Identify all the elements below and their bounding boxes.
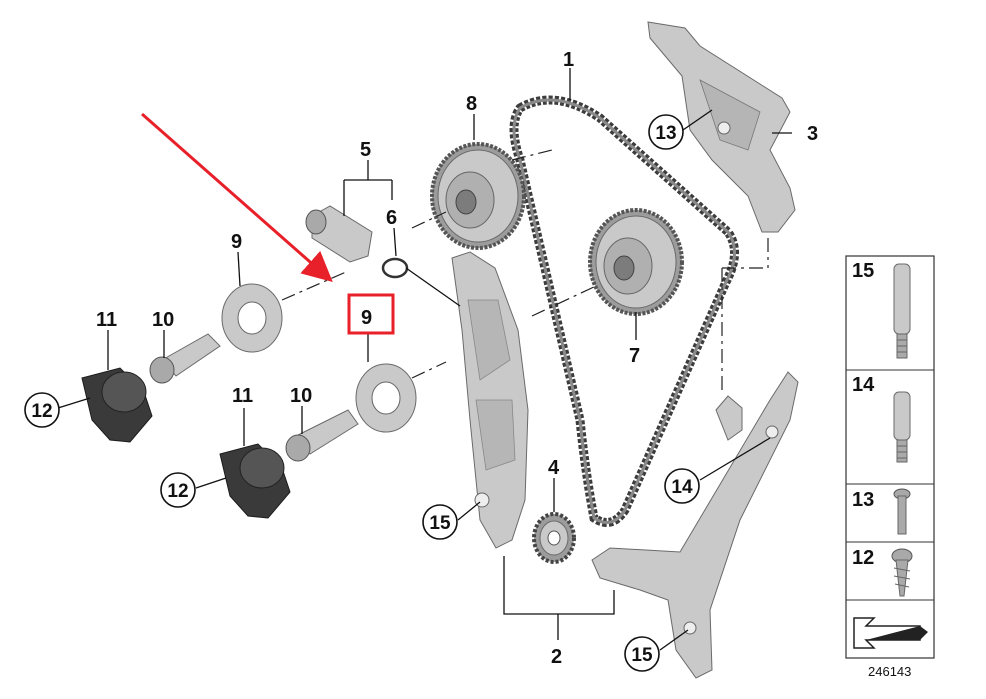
svg-text:14: 14 xyxy=(671,477,693,498)
label-2: 2 xyxy=(551,646,562,668)
svg-text:14: 14 xyxy=(852,374,875,396)
svg-text:15: 15 xyxy=(631,645,653,666)
legend-item-12: 12 xyxy=(852,547,913,597)
o-ring xyxy=(381,257,409,279)
label-11-upper: 11 xyxy=(96,309,117,331)
indicator-arrow xyxy=(141,112,333,282)
svg-text:13: 13 xyxy=(655,123,676,144)
central-bolt-upper xyxy=(149,333,221,384)
callout-13: 13 xyxy=(648,114,684,150)
callout-15-left: 15 xyxy=(422,504,458,540)
label-10-upper: 10 xyxy=(152,309,174,331)
label-10-lower: 10 xyxy=(290,385,312,407)
callout-14: 14 xyxy=(664,468,700,504)
label-7: 7 xyxy=(629,345,640,367)
bearing-washer-upper xyxy=(221,283,283,353)
tensioner-rail-lower xyxy=(591,371,799,679)
svg-text:15: 15 xyxy=(852,260,874,282)
highlight-box xyxy=(347,293,395,335)
legend-panel: 15 14 13 12 246143 xyxy=(845,255,935,679)
central-bolt-lower xyxy=(285,409,359,462)
label-4: 4 xyxy=(548,457,560,479)
label-9-highlighted: 9 xyxy=(361,307,372,329)
svg-text:13: 13 xyxy=(852,489,874,511)
legend-item-14: 14 xyxy=(852,374,911,463)
chain-tensioner-piston xyxy=(305,205,373,263)
reference-number: 246143 xyxy=(868,664,911,679)
guide-rail-left xyxy=(451,251,529,549)
label-9-upper: 9 xyxy=(231,231,242,253)
label-11-lower: 11 xyxy=(232,385,253,407)
crankshaft-sprocket xyxy=(532,512,576,564)
legend-arrow-symbol xyxy=(853,617,928,649)
label-6: 6 xyxy=(386,207,397,229)
label-1: 1 xyxy=(563,49,574,71)
legend-item-13: 13 xyxy=(852,488,911,535)
legend-item-15: 15 xyxy=(852,260,911,359)
guide-rail-upper xyxy=(647,21,796,233)
label-8: 8 xyxy=(466,93,477,115)
svg-text:12: 12 xyxy=(852,547,874,569)
callout-15-right: 15 xyxy=(624,636,660,672)
label-5: 5 xyxy=(360,139,371,161)
label-3: 3 xyxy=(807,123,818,145)
callout-12-upper: 12 xyxy=(24,392,60,428)
camshaft-sprocket-intake xyxy=(430,142,526,250)
svg-text:12: 12 xyxy=(31,401,52,422)
timing-chain xyxy=(509,95,739,527)
camshaft-solenoid-lower xyxy=(219,443,291,519)
callout-12-lower: 12 xyxy=(160,472,196,508)
camshaft-sprocket-exhaust xyxy=(588,208,684,316)
svg-text:15: 15 xyxy=(429,513,451,534)
bearing-washer-lower xyxy=(355,363,417,433)
svg-text:12: 12 xyxy=(167,481,188,502)
camshaft-solenoid-upper xyxy=(81,367,153,443)
